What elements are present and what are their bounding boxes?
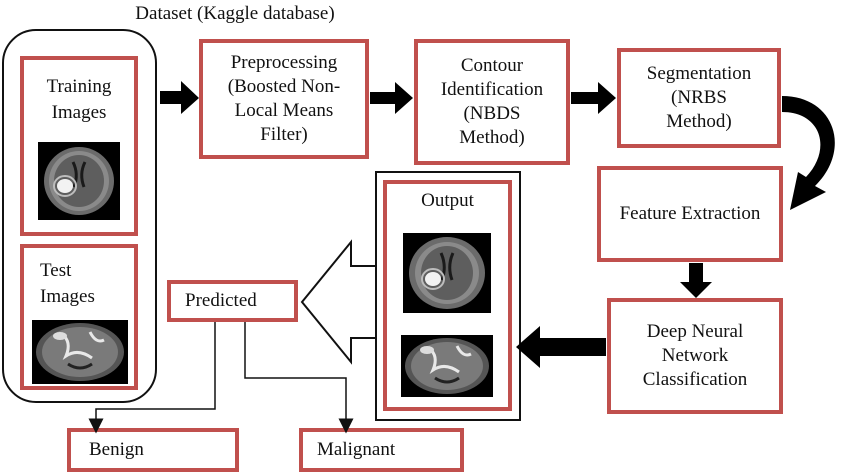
segmentation-line-2: (NRBS bbox=[671, 87, 727, 108]
dnn-line-3: Classification bbox=[642, 369, 748, 390]
dnn-line-1: Deep Neural bbox=[646, 321, 744, 342]
output-box: Output bbox=[383, 180, 512, 411]
dataset-label: Dataset (Kaggle database) bbox=[135, 3, 335, 24]
preprocessing-box: Preprocessing (Boosted Non- Local Means … bbox=[199, 39, 369, 159]
line-predicted-to-benign bbox=[88, 322, 216, 434]
feature-extraction-label: Feature Extraction bbox=[619, 203, 761, 224]
test-images-label-2: Images bbox=[40, 286, 95, 307]
training-images-label-2: Images bbox=[51, 102, 107, 123]
output-mri-image-2 bbox=[401, 335, 493, 397]
segmentation-line-3: Method) bbox=[666, 111, 732, 132]
arrow-feature-to-dnn bbox=[680, 263, 712, 298]
arrow-output-to-predicted bbox=[300, 239, 375, 365]
training-mri-image bbox=[38, 142, 120, 220]
preprocessing-line-1: Preprocessing bbox=[230, 52, 338, 73]
benign-label: Benign bbox=[89, 439, 144, 460]
contour-line-2: Identification bbox=[440, 79, 544, 100]
arrow-dataset-to-preprocessing bbox=[160, 81, 199, 114]
dataset-container bbox=[2, 29, 157, 403]
segmentation-line-1: Segmentation bbox=[646, 63, 752, 84]
line-predicted-to-malignant bbox=[244, 322, 354, 434]
benign-box: Benign bbox=[67, 428, 239, 472]
contour-line-1: Contour bbox=[460, 55, 524, 76]
contour-line-3: (NBDS bbox=[463, 103, 521, 124]
predicted-box: Predicted bbox=[167, 280, 298, 322]
dnn-line-2: Network bbox=[661, 345, 729, 366]
arrow-segmentation-to-feature bbox=[782, 96, 835, 210]
malignant-label: Malignant bbox=[317, 439, 396, 460]
arrow-contour-to-segmentation bbox=[571, 82, 616, 114]
preprocessing-line-2: (Boosted Non- bbox=[227, 76, 341, 97]
contour-identification-box: Contour Identification (NBDS Method) bbox=[414, 39, 570, 165]
training-images-box: Training Images bbox=[20, 56, 138, 236]
arrow-preprocessing-to-contour bbox=[370, 82, 413, 114]
test-mri-image bbox=[32, 320, 128, 384]
contour-line-4: Method) bbox=[459, 127, 525, 148]
dnn-classification-box: Deep Neural Network Classification bbox=[607, 298, 783, 414]
malignant-box: Malignant bbox=[299, 428, 464, 472]
predicted-label: Predicted bbox=[185, 290, 257, 311]
preprocessing-line-4: Filter) bbox=[260, 124, 308, 145]
arrow-dnn-to-output bbox=[516, 326, 606, 368]
output-mri-image-1 bbox=[403, 233, 491, 313]
feature-extraction-box: Feature Extraction bbox=[597, 166, 783, 262]
output-label: Output bbox=[421, 190, 474, 211]
output-container bbox=[375, 171, 521, 421]
preprocessing-line-3: Local Means bbox=[234, 100, 334, 121]
segmentation-box: Segmentation (NRBS Method) bbox=[617, 48, 781, 148]
test-images-label-1: Test bbox=[40, 260, 72, 281]
training-images-label-1: Training bbox=[46, 76, 112, 97]
test-images-box: Test Images bbox=[20, 244, 138, 390]
